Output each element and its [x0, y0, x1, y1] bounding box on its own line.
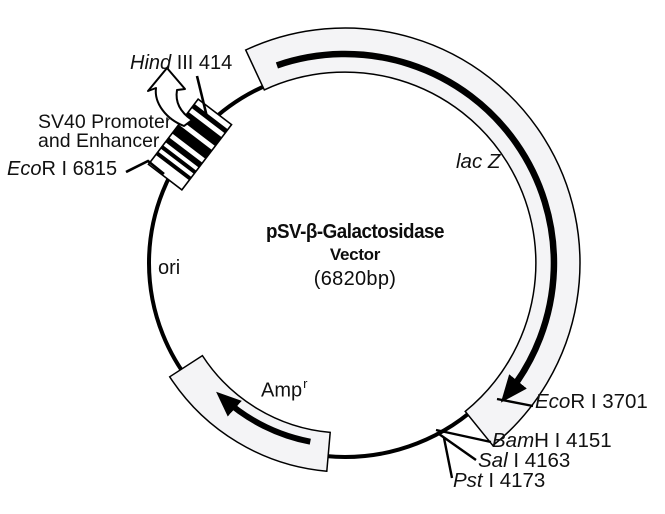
- site-tick-hind3-414: [195, 75, 209, 118]
- amp-band: [168, 354, 332, 473]
- amp-direction-arrow: [216, 391, 311, 445]
- lacz-direction-arrow: [275, 50, 558, 403]
- site-tick-pst1-4173: [442, 437, 454, 479]
- promoter-transcription-arrow: [147, 67, 193, 127]
- site-label-ecor1-3701: EcoR I 3701: [535, 390, 648, 413]
- site-tick-bamh1-4151: [435, 428, 492, 444]
- site-label-bamh1-4151: BamH I 4151: [492, 429, 612, 452]
- feature-label-ori: ori: [158, 257, 181, 279]
- feature-label-sv40: SV40 Promoter and Enhancer: [38, 113, 171, 150]
- plasmid-subtitle: Vector: [329, 245, 381, 264]
- site-label-hind3-414: Hind III 414: [130, 52, 233, 74]
- sv40-promoter-box: [147, 98, 233, 191]
- site-tick-ecor1-6815: [125, 159, 165, 176]
- amp-superscript: r: [303, 376, 308, 391]
- sv40-label-line2: and Enhancer: [38, 129, 160, 152]
- site-label-pst1-4173: Pst I 4173: [453, 469, 546, 492]
- plasmid-title-block: pSV-β-Galactosidase Vector (6820bp): [225, 221, 485, 291]
- plasmid-title: pSV-β-Galactosidase: [265, 221, 445, 243]
- sv40-promoter-stripes: [155, 103, 228, 181]
- sv40-label-line1: SV40 Promoter: [38, 111, 172, 133]
- lacz-band: [244, 27, 581, 447]
- site-label-ecor1-6815: EcoR I 6815: [7, 158, 118, 180]
- site-tick-ecor1-3701: [496, 397, 534, 408]
- feature-label-lacz: lac Z: [456, 150, 501, 173]
- plasmid-size: (6820bp): [313, 268, 397, 290]
- feature-label-amp: Ampr: [261, 376, 308, 402]
- site-label-sal1-4163: Sal I 4163: [478, 449, 571, 472]
